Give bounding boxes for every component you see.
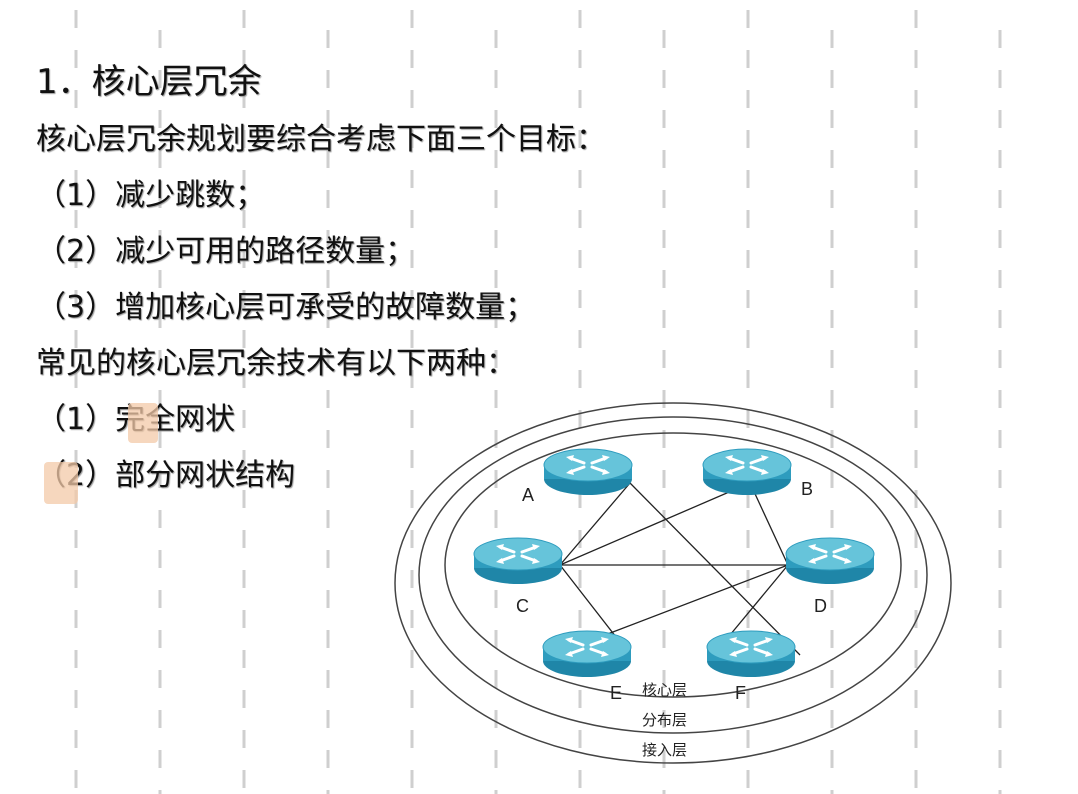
router-c-icon [472, 536, 564, 586]
access-layer-ring [394, 402, 952, 764]
router-b-label: B [801, 479, 813, 499]
goal-item-3: （3）增加核心层可承受的故障数量； [36, 290, 536, 325]
slide-content: 1．核心层冗余 核心层冗余规划要综合考虑下面三个目标： （1）减少跳数； （2）… [36, 52, 606, 504]
router-f-icon [705, 629, 797, 679]
intro-text: 核心层冗余规划要综合考虑下面三个目标： [36, 122, 606, 157]
goal-item-2: （2）减少可用的路径数量； [36, 234, 416, 269]
router-c-label: C [516, 596, 529, 616]
stamp-mark-1 [128, 403, 158, 443]
router-e-icon [541, 629, 633, 679]
router-b-icon [701, 447, 793, 497]
router-a-label: A [522, 485, 534, 505]
core-layer-ring [444, 432, 902, 698]
mesh-links [559, 482, 801, 656]
slide-title: 1．核心层冗余 [36, 62, 262, 102]
access-layer-label: 接入层 [642, 741, 687, 759]
router-f-label: F [735, 683, 746, 703]
router-a-icon [542, 447, 634, 497]
stamp-mark-2 [44, 462, 78, 504]
core-layer-label: 核心层 [642, 681, 687, 699]
router-d-icon [784, 536, 876, 586]
distribution-layer-ring [418, 416, 928, 734]
distribution-layer-label: 分布层 [642, 711, 687, 729]
router-e-label: E [610, 683, 622, 703]
core-redundancy-diagram: A B C D E F 核心层 分布层 接入层 [394, 402, 952, 764]
technique-item-2: （2）部分网状结构 [36, 458, 296, 493]
router-d-label: D [814, 596, 827, 616]
techniques-intro: 常见的核心层冗余技术有以下两种： [36, 346, 516, 381]
goal-item-1: （1）减少跳数； [36, 178, 266, 213]
